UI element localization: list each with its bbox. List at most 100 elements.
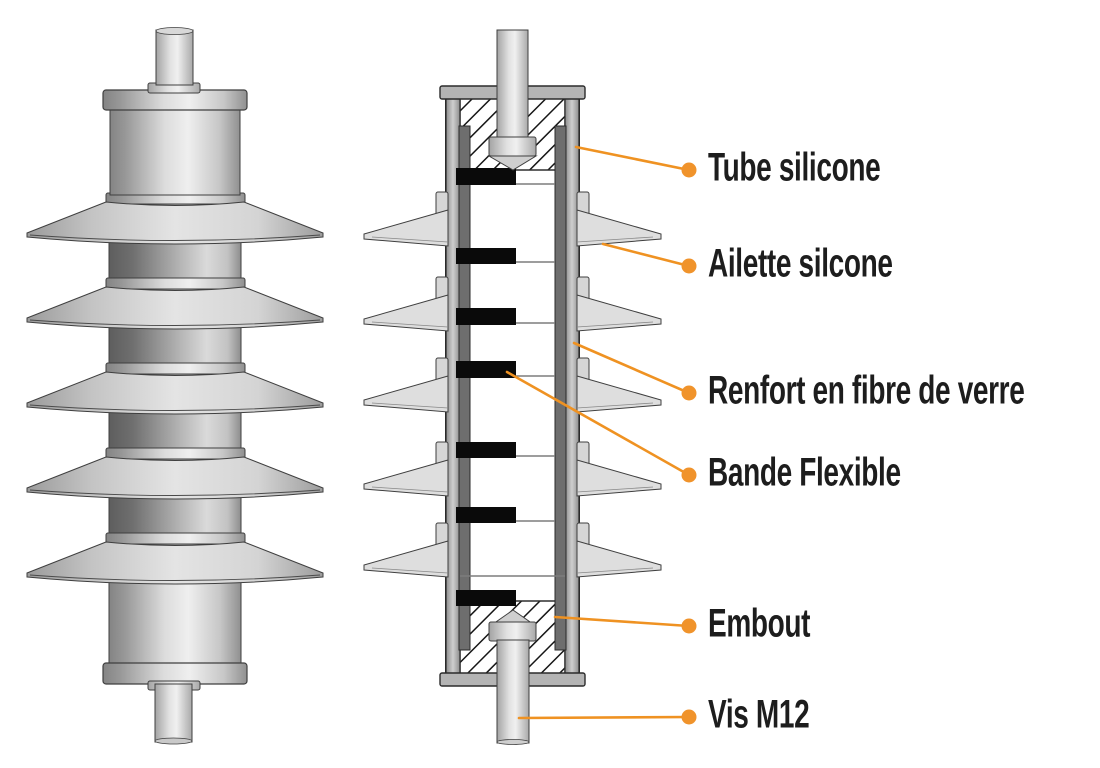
- shed-cross-section: [363, 522, 449, 578]
- shed-cross-section: [576, 276, 662, 332]
- callout-embout: [553, 615, 697, 634]
- shed-fin: [576, 375, 662, 413]
- shed-cone: [26, 371, 324, 415]
- top-stud-collar-xs: [488, 136, 537, 157]
- shed-fin-inner-line: [371, 402, 449, 409]
- shed-fin: [363, 375, 449, 413]
- callout-label-embout: Embout: [708, 601, 811, 646]
- callout-ailette-silcone: [601, 242, 697, 274]
- leader-line: [572, 341, 691, 395]
- shed-cross-section: [576, 522, 662, 578]
- top-cap-body: [109, 100, 241, 196]
- callout-dot: [681, 467, 697, 483]
- leader-line: [505, 370, 691, 477]
- shed-cross-section: [363, 357, 449, 413]
- shed-fin-inner-line: [371, 321, 449, 328]
- callout-dot: [681, 709, 697, 725]
- shed-step: [105, 277, 246, 290]
- flexible-band: [456, 442, 516, 458]
- top-stud-cap: [155, 27, 194, 35]
- bottom-screw-shaft: [496, 639, 530, 744]
- flexible-band: [456, 361, 516, 378]
- shed-cross-section: [363, 191, 449, 247]
- shed-fin: [363, 209, 449, 247]
- flexible-band: [456, 248, 516, 264]
- shed-rim-line: [29, 574, 321, 581]
- shed-fin-inner-line: [371, 236, 449, 243]
- shed-3d: [26, 532, 324, 585]
- top-stud-shaft: [496, 29, 529, 141]
- callout-tube-silicone: [574, 145, 697, 178]
- shed-fin: [576, 294, 662, 332]
- leader-line: [517, 715, 691, 720]
- cross-section-sheds-right: [576, 191, 662, 578]
- shed-3d: [26, 362, 324, 415]
- shed-cross-section: [576, 357, 662, 413]
- shed-3d: [26, 447, 324, 500]
- shed-cross-section: [576, 191, 662, 247]
- shed-fin: [363, 459, 449, 497]
- shed-fin: [363, 540, 449, 578]
- bottom-stud-end: [154, 737, 193, 745]
- shed-cone: [26, 541, 324, 585]
- shed-fin: [363, 294, 449, 332]
- shed-fin-inner-line: [371, 486, 449, 493]
- shed-fin-inner-line: [576, 321, 654, 328]
- shed-cross-section: [363, 276, 449, 332]
- left-insulator-3d-view: [26, 27, 324, 745]
- shed-step: [105, 532, 246, 545]
- shed-fin-inner-line: [371, 567, 449, 574]
- top-stud-tip: [487, 155, 538, 171]
- callout-label-bande-flexible: Bande Flexible: [708, 450, 901, 495]
- shed-fin-inner-line: [576, 486, 654, 493]
- bottom-screw-end: [496, 739, 530, 745]
- callouts: [505, 145, 697, 725]
- shed-fin-inner-line: [576, 236, 654, 243]
- cross-section-view: [363, 29, 662, 745]
- callout-dot: [681, 258, 697, 274]
- shed-fin: [576, 459, 662, 497]
- shed-cross-section: [576, 441, 662, 497]
- flexible-band: [456, 590, 516, 606]
- shed-rim-line: [29, 234, 321, 241]
- callout-bande-flexible: [505, 370, 697, 483]
- shed-rim-line: [29, 404, 321, 411]
- fiberglass-rod-left: [458, 125, 471, 651]
- shed-rim-line: [29, 319, 321, 326]
- shed-cone: [26, 286, 324, 330]
- shed-cone: [26, 201, 324, 245]
- callout-dot: [681, 618, 697, 634]
- callout-dot: [681, 162, 697, 178]
- bottom-stud: [154, 683, 193, 743]
- fiberglass-rod-right: [554, 125, 567, 651]
- callout-label-ailette-silcone: Ailette silcone: [708, 241, 893, 286]
- callout-label-tube-silicone: Tube silicone: [708, 145, 881, 190]
- shed-3d: [26, 277, 324, 330]
- flexible-band: [456, 308, 516, 325]
- shed-cross-section: [363, 441, 449, 497]
- shed-cone: [26, 456, 324, 500]
- shed-fin: [576, 540, 662, 578]
- callout-label-vis-m12: Vis M12: [708, 692, 810, 737]
- callout-dot: [681, 385, 697, 401]
- shed-fin-inner-line: [576, 567, 654, 574]
- callout-label-renfort-fibre-verre: Renfort en fibre de verre: [708, 368, 1025, 413]
- callout-vis-m12: [517, 709, 697, 725]
- leader-line: [601, 242, 691, 268]
- leader-line: [574, 145, 691, 172]
- bottom-screw-collar: [488, 621, 537, 642]
- shed-fin-inner-line: [576, 402, 654, 409]
- callout-renfort-fibre-verre: [572, 341, 697, 401]
- flexible-band: [456, 507, 516, 523]
- flexible-band: [456, 168, 516, 185]
- shed-step: [105, 447, 246, 460]
- cross-section-sheds-left: [363, 191, 449, 578]
- insulator-lower-cylinder: [108, 574, 242, 668]
- shed-fin: [576, 209, 662, 247]
- shed-step: [105, 362, 246, 375]
- top-stud: [155, 29, 194, 86]
- leader-line: [553, 615, 691, 628]
- shed-rim-line: [29, 489, 321, 496]
